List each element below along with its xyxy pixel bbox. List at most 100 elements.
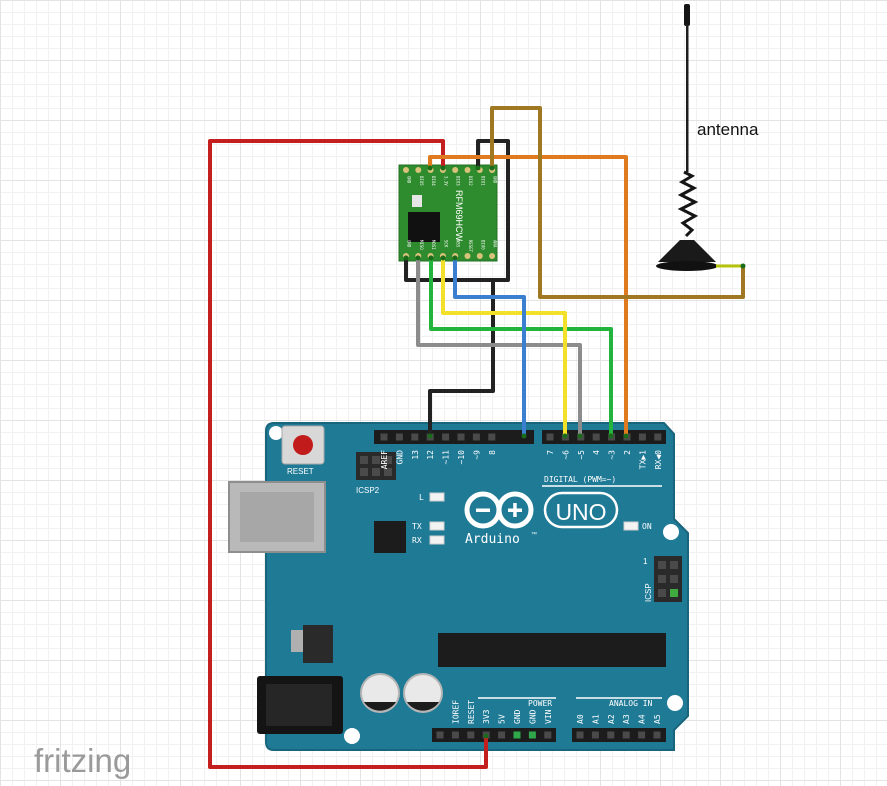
module-bottom-pin-label: NSS [456,240,461,248]
power-pin-hole [436,731,444,739]
led-tx-label: TX [412,522,422,531]
digital-pin-label: 8 [488,450,497,455]
antenna-base-bottom [656,261,718,271]
antenna-spring [677,170,699,238]
wire-blue-nss[interactable] [453,256,526,438]
wire-endpoint [475,165,481,171]
voltage-regulator [303,625,333,663]
module-crystal [412,195,422,207]
wire-green-miso[interactable] [429,256,613,438]
power-label: POWER [528,699,552,708]
power-pin-label: 5V [498,714,507,724]
arduino-logo [464,491,534,529]
module-top-pin-label: DIO4 [431,176,436,186]
module-chip [408,212,440,242]
wires [208,106,745,769]
module-bottom-pin-label: ANA [493,240,498,248]
module-bottom-pin-label: SCK [443,240,448,248]
module-bottom-pad [476,253,483,259]
digital-pin-hole [457,433,465,441]
module-top-pin-label: GND [407,176,412,184]
digital-pin-hole [546,433,554,441]
module-bottom-pad [489,253,496,259]
fritzing-watermark: fritzing [34,742,131,779]
analog-pin-label: A2 [607,714,616,724]
mount-hole [663,524,679,540]
power-pin-hole [467,731,475,739]
digital-pin-label: ~3 [608,450,617,460]
digital-pin-hole [638,433,646,441]
module-top-pad [464,167,471,173]
digital-pin-label: GND [395,450,404,465]
icsp-label: ICSP [644,583,653,602]
digital-pin-label: 13 [411,450,420,460]
wire-endpoint [427,433,433,439]
power-pin-hole [451,731,459,739]
digital-pin-label: TX▶1 [638,450,647,469]
led-on [623,521,639,531]
mount-hole [667,695,683,711]
wire-olive-antenna[interactable] [490,106,745,299]
icsp-header [654,556,682,602]
analog-pin-hole [576,731,584,739]
wire-endpoint [440,165,446,171]
digital-pin-hole [654,433,662,441]
power-pin-hole [513,731,521,739]
module-top-pad [403,167,409,173]
mount-hole [269,426,283,440]
analog-header [572,728,666,742]
capacitor [403,673,443,713]
digital-pin-hole [395,433,403,441]
wire-endpoint [489,165,495,171]
wire-black-gnd[interactable] [428,139,510,438]
power-header [432,728,556,742]
wire-endpoint [562,433,568,439]
digital-pin-label: RX◀0 [654,450,663,469]
wire-endpoint [428,255,434,261]
arduino-uno-board[interactable]: RESET ICSP 2 [228,422,689,751]
power-jack-inner [266,684,332,726]
analog-pin-label: A4 [638,714,647,724]
wire-gray-sck[interactable] [416,256,582,438]
atmega328-chip [438,633,666,667]
wire-red-3v3[interactable] [208,139,488,769]
analog-label: ANALOG IN [609,699,653,708]
module-top-pin-label: GND [493,176,498,184]
analog-pin-hole [653,731,661,739]
analog-pin-hole [607,731,615,739]
antenna[interactable]: antenna [656,4,759,271]
digital-pin-label: 2 [623,450,632,455]
analog-pin-label: A5 [653,714,662,724]
uno-badge [543,491,619,529]
module-label: RFM69HCW [454,190,464,242]
digital-pin-label: ~9 [472,450,481,460]
analog-pin-hole [638,731,646,739]
digital-pin-label: ~11 [442,450,451,465]
digital-pin-label: ~10 [457,450,466,465]
wire-endpoint [483,733,489,739]
antenna-base [658,240,716,262]
digital-pin-hole [411,433,419,441]
wire-endpoint [521,433,527,439]
wire-black-gnd-2[interactable] [404,256,495,282]
usb-chip [374,521,406,553]
digital-pin-hole [592,433,600,441]
power-pin-label: RESET [467,700,476,724]
power-pin-label: 3V3 [482,709,491,724]
reset-button-cap[interactable] [293,435,313,455]
module-bottom-pin-label: MOSI [431,240,436,250]
icsp-pin1-label: 1 [643,557,648,566]
module-top-pin-label: 3.3V [443,176,448,186]
capacitor [360,673,400,713]
wire-yellow-mosi[interactable] [441,256,567,438]
power-pin-hole [528,731,536,739]
digital-pin-label: 7 [546,450,555,455]
module-bottom-pin-label: MISO [419,240,424,250]
wire-endpoint [440,255,446,261]
power-pin-label: IOREF [451,700,460,724]
module-top-pin-label: DIO3 [456,176,461,186]
module-top-pin-label: DIO5 [419,176,424,186]
module-bottom-pin-label: GND [407,240,412,248]
